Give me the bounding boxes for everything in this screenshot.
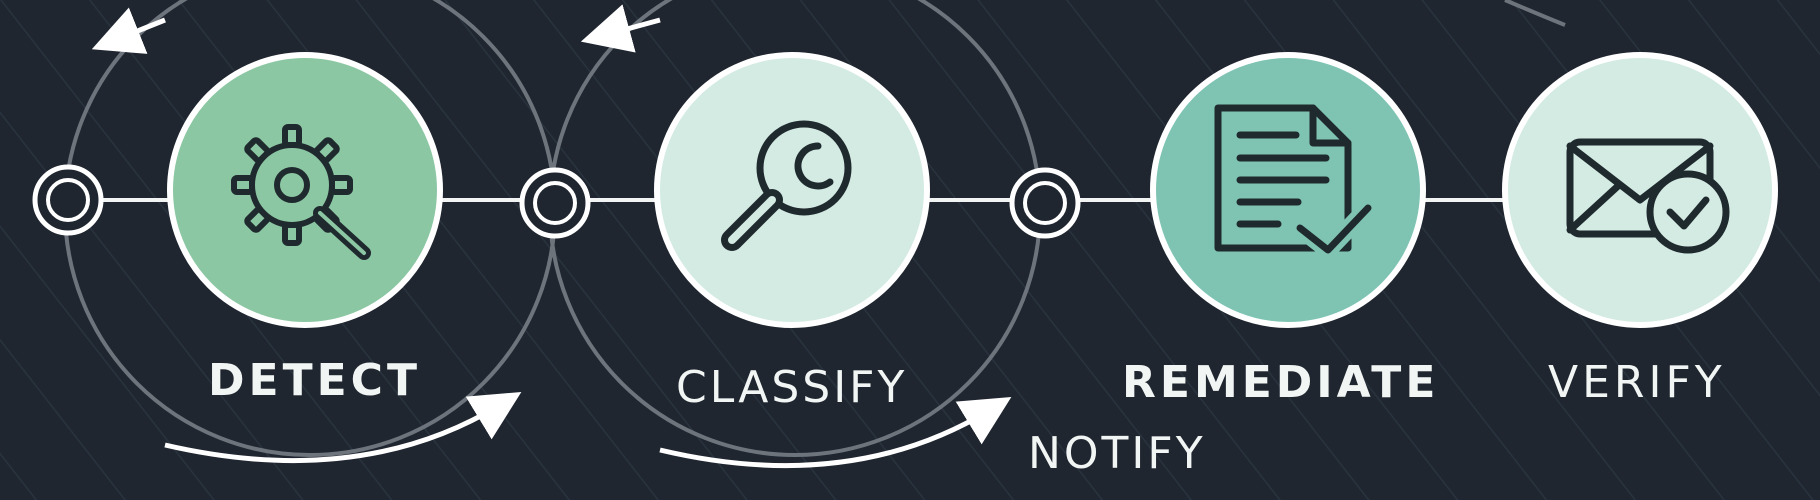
step-label-remediate: REMEDIATE <box>1122 357 1440 408</box>
step-circle-remediate <box>1150 52 1426 328</box>
cycle-arrow-top-2 <box>580 4 661 53</box>
envelope-check-icon <box>1566 138 1730 254</box>
notify-label: NOTIFY <box>1028 428 1206 479</box>
cycle-arrow-top-left <box>91 7 166 54</box>
gear-magnifier-icon <box>231 124 371 260</box>
cycle-arrow-bottom-2 <box>659 397 1012 469</box>
magnifier-icon <box>721 120 852 251</box>
step-label-classify: CLASSIFY <box>676 362 908 413</box>
step-circle-classify <box>654 52 930 328</box>
step-circle-verify <box>1502 52 1778 328</box>
document-check-icon <box>1214 104 1377 259</box>
step-label-detect: DETECT <box>208 355 421 406</box>
cycle-arrow-top-right <box>1504 0 1566 27</box>
cycle-arrow-bottom-1 <box>164 392 522 464</box>
node-ring-2 <box>519 167 591 239</box>
step-label-verify: VERIFY <box>1548 357 1726 408</box>
node-ring-1 <box>32 164 104 236</box>
node-ring-3 <box>1009 167 1081 239</box>
